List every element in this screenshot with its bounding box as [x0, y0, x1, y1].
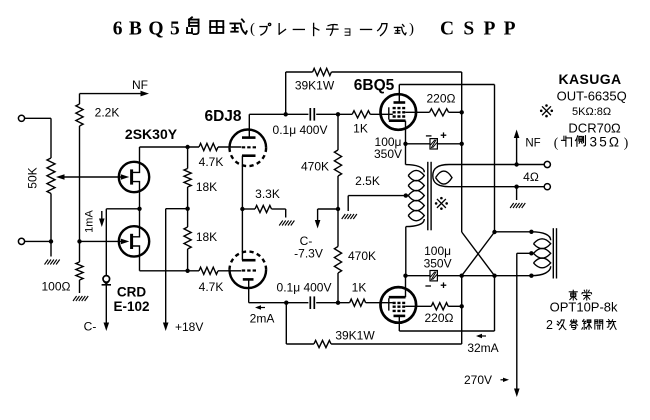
- svg-text:350V: 350V: [374, 147, 402, 161]
- svg-text:0.1μ 400V: 0.1μ 400V: [273, 123, 328, 137]
- svg-text:C-: C-: [300, 234, 313, 248]
- svg-text:4.7K: 4.7K: [199, 155, 224, 169]
- svg-text:2.2K: 2.2K: [95, 106, 120, 120]
- svg-text:KASUGA: KASUGA: [558, 71, 621, 87]
- svg-text:OPT10P-8k: OPT10P-8k: [550, 300, 618, 315]
- svg-text:6BQ5: 6BQ5: [354, 77, 395, 94]
- svg-text:35Ω: 35Ω: [590, 135, 622, 150]
- svg-text:1mA: 1mA: [84, 210, 96, 233]
- svg-text:470K: 470K: [348, 249, 376, 263]
- svg-text:39K1W: 39K1W: [295, 79, 335, 93]
- svg-text:100Ω: 100Ω: [42, 280, 71, 294]
- svg-text:2mA: 2mA: [250, 312, 275, 326]
- svg-text:0.1μ 400V: 0.1μ 400V: [277, 281, 332, 295]
- svg-text:2SK30Y: 2SK30Y: [125, 126, 178, 142]
- svg-text:4Ω: 4Ω: [523, 170, 539, 184]
- svg-text:C-: C-: [84, 320, 97, 334]
- svg-text:100μ: 100μ: [424, 244, 451, 258]
- svg-text:1K: 1K: [352, 281, 367, 295]
- svg-text:NF: NF: [132, 78, 148, 92]
- svg-text:6 B Q 5: 6 B Q 5: [113, 19, 181, 40]
- svg-text:C S P P: C S P P: [440, 19, 518, 40]
- svg-text:+18V: +18V: [175, 320, 203, 334]
- svg-text:E-102: E-102: [113, 299, 149, 314]
- svg-text:(: (: [250, 21, 255, 37]
- svg-text:39K1W: 39K1W: [335, 329, 375, 343]
- svg-text:4.7K: 4.7K: [199, 280, 224, 294]
- svg-text:18K: 18K: [196, 230, 217, 244]
- svg-text:OUT-6635Q: OUT-6635Q: [557, 89, 627, 104]
- svg-text:50K: 50K: [26, 167, 40, 188]
- svg-text:NF: NF: [525, 138, 540, 150]
- svg-text:2: 2: [546, 318, 553, 332]
- svg-text:350V: 350V: [424, 257, 452, 271]
- svg-text:DCR70Ω: DCR70Ω: [568, 121, 621, 136]
- svg-text:100μ: 100μ: [375, 135, 402, 149]
- svg-text:18K: 18K: [196, 180, 217, 194]
- svg-text:6DJ8: 6DJ8: [204, 108, 241, 125]
- svg-text:): ): [624, 135, 629, 150]
- svg-text:CRD: CRD: [117, 285, 146, 300]
- svg-text:32mA: 32mA: [467, 341, 498, 355]
- svg-text:5KΩ:8Ω: 5KΩ:8Ω: [572, 106, 611, 118]
- svg-text:-7.3V: -7.3V: [294, 247, 323, 261]
- svg-text:(: (: [554, 135, 559, 150]
- svg-text:470K: 470K: [301, 160, 329, 174]
- svg-text:): ): [409, 21, 414, 37]
- svg-text:3.3K: 3.3K: [255, 187, 280, 201]
- svg-text:270V: 270V: [464, 373, 492, 387]
- svg-text:1K: 1K: [353, 122, 368, 136]
- svg-text:2.5K: 2.5K: [355, 174, 380, 188]
- svg-text:220Ω: 220Ω: [425, 311, 454, 325]
- svg-text:220Ω: 220Ω: [427, 92, 456, 106]
